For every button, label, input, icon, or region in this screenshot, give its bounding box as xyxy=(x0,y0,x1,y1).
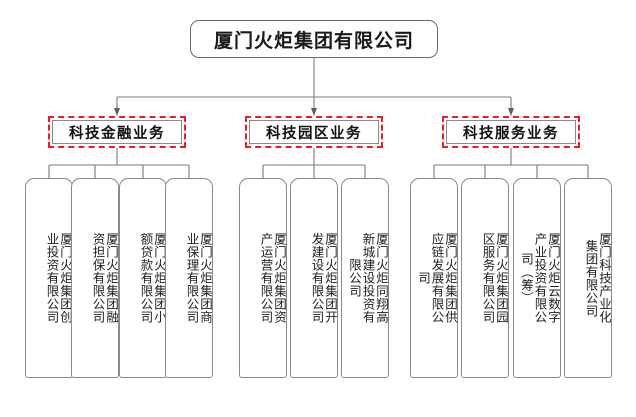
leaf-node-label: 厦门火炬同翔高新城建设投资有限公司 xyxy=(347,232,389,324)
division-inner-border: 科技金融业务 xyxy=(52,120,182,144)
leaf-node[interactable]: 厦门火炬集团园区服务有限公司 xyxy=(461,178,509,378)
leaf-node[interactable]: 厦门火炬集团小额贷款有限公司 xyxy=(119,178,167,378)
division-label-tech-finance: 科技金融业务 xyxy=(69,125,165,142)
leaf-node-label: 厦门火炬集团创业投资有限公司 xyxy=(44,232,73,324)
leaf-node[interactable]: 厦门火炬集团供应链发展有限公司 xyxy=(410,178,458,378)
leaf-node[interactable]: 厦门火炬同翔高新城建设投资有限公司 xyxy=(341,178,389,378)
leaf-node[interactable]: 厦门火炬集团商业保理有限公司 xyxy=(165,178,213,378)
division-inner-border: 科技园区业务 xyxy=(249,120,379,144)
division-node-tech-finance[interactable]: 科技金融业务 xyxy=(48,116,186,148)
division-label-tech-park: 科技园区业务 xyxy=(266,125,362,142)
leaf-node-label: 厦门火炬集团商业保理有限公司 xyxy=(184,232,213,324)
leaf-node-label: 厦门火炬集团融资担保有限公司 xyxy=(90,232,119,324)
leaf-node-label: 厦门火炬集团资产运营有限公司 xyxy=(258,232,287,324)
leaf-node[interactable]: 厦门火炬集团资产运营有限公司 xyxy=(239,178,287,378)
leaf-node[interactable]: 厦门火炬云数字产业投资有限公司（筹） xyxy=(513,178,561,378)
root-node[interactable]: 厦门火炬集团有限公司 xyxy=(190,20,438,58)
division-inner-border: 科技服务业务 xyxy=(446,120,576,144)
leaf-node-label: 厦门火炬云数字产业投资有限公司（筹） xyxy=(519,232,561,324)
leaf-node-label: 厦门火炬集团小额贷款有限公司 xyxy=(138,232,167,324)
leaf-node-label: 厦门火炬集团开发建设有限公司 xyxy=(309,232,338,324)
division-node-tech-service[interactable]: 科技服务业务 xyxy=(442,116,580,148)
leaf-node[interactable]: 厦门科技产业化集团有限公司 xyxy=(564,178,612,378)
leaf-node[interactable]: 厦门火炬集团创业投资有限公司 xyxy=(25,178,73,378)
leaf-node[interactable]: 厦门火炬集团开发建设有限公司 xyxy=(290,178,338,378)
leaf-node-label: 厦门火炬集团园区服务有限公司 xyxy=(480,232,509,324)
division-node-tech-park[interactable]: 科技园区业务 xyxy=(245,116,383,148)
leaf-node-label: 厦门科技产业化集团有限公司 xyxy=(583,232,612,324)
leaf-node[interactable]: 厦门火炬集团融资担保有限公司 xyxy=(71,178,119,378)
root-node-label: 厦门火炬集团有限公司 xyxy=(213,30,414,52)
division-label-tech-service: 科技服务业务 xyxy=(463,125,559,142)
leaf-node-label: 厦门火炬集团供应链发展有限公司 xyxy=(416,232,458,324)
